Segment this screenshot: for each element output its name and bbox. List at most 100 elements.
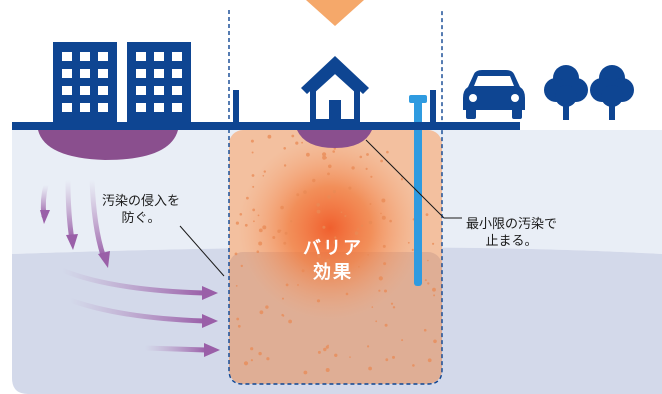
soil-speckle: [327, 344, 329, 347]
soil-speckle: [345, 292, 349, 296]
soil-speckle: [251, 151, 254, 154]
soil-speckle: [392, 355, 395, 359]
soil-speckle: [301, 269, 305, 273]
soil-speckle: [380, 212, 382, 215]
soil-speckle: [365, 167, 368, 170]
barrier-zone: [228, 10, 443, 385]
soil-speckle: [240, 264, 243, 268]
tree-icon: [544, 65, 588, 120]
soil-speckle: [326, 259, 330, 263]
soil-speckle: [322, 152, 327, 157]
soil-speckle: [256, 250, 260, 253]
soil-speckle: [283, 164, 287, 167]
soil-speckle: [296, 193, 300, 197]
soil-speckle: [333, 270, 336, 273]
soil-speckle: [425, 213, 429, 217]
soil-speckle: [334, 353, 338, 357]
soil-speckle: [432, 242, 435, 245]
top-arrow-icon: [306, 0, 364, 26]
soil-speckle: [375, 320, 378, 323]
soil-speckle: [244, 223, 248, 227]
barrier-effect-line-1: バリア: [303, 238, 363, 259]
soil-speckle: [288, 319, 292, 324]
soil-speckle: [267, 134, 272, 139]
soil-speckle: [258, 351, 262, 356]
prevent-intrusion-line-1: 汚染の侵入を: [102, 194, 181, 209]
soil-speckle: [411, 248, 414, 251]
prevent-intrusion-label: 汚染の侵入を 防ぐ。: [102, 193, 180, 227]
soil-speckle: [400, 178, 404, 181]
soil-speckle: [243, 361, 249, 366]
monitoring-pipe: [409, 95, 427, 286]
soil-speckle: [239, 213, 243, 216]
soil-speckle: [407, 241, 410, 244]
soil-speckle: [383, 262, 387, 266]
soil-speckle: [262, 225, 267, 230]
soil-speckle: [246, 196, 249, 200]
soil-speckle: [325, 241, 328, 244]
minimal-contamination-line-2: 止まる。: [485, 234, 538, 249]
minimal-contamination-label: 最小限の汚染で 止まる。: [466, 216, 557, 250]
soil-speckle: [252, 185, 255, 188]
soil-speckle: [340, 211, 343, 213]
soil-speckle: [433, 339, 437, 344]
soil-speckle: [390, 302, 394, 305]
soil-speckle: [424, 279, 427, 282]
soil-speckle: [284, 231, 288, 235]
soil-speckle: [262, 175, 265, 177]
soil-speckle: [250, 347, 254, 351]
soil-speckle: [285, 283, 289, 287]
soil-speckle: [316, 209, 321, 214]
soil-speckle: [369, 203, 372, 205]
soil-speckle: [381, 198, 386, 203]
soil-speckle: [317, 254, 321, 259]
soil-speckle: [401, 339, 404, 342]
soil-speckle: [427, 259, 429, 262]
soil-speckle: [427, 358, 432, 363]
soil-speckle: [235, 285, 238, 287]
soil-speckle: [427, 282, 430, 285]
soil-speckle: [237, 324, 241, 328]
soil-speckle: [258, 228, 263, 233]
leader-line-prevent: [179, 225, 225, 277]
tree-icon: [590, 65, 634, 120]
soil-speckle: [333, 241, 337, 245]
soil-speckle: [360, 224, 364, 227]
soil-speckle: [333, 147, 336, 150]
contamination-spread-arrows: [40, 177, 220, 357]
soil-speckle: [290, 220, 293, 223]
soil-speckle: [412, 364, 415, 367]
soil-speckle: [279, 229, 282, 232]
soil-speckle: [378, 276, 383, 281]
soil-speckle: [306, 152, 310, 157]
soil-speckle: [282, 297, 284, 300]
soil-speckle: [234, 252, 238, 256]
soil-speckle: [368, 220, 373, 225]
soil-speckle: [252, 208, 256, 212]
house-icon: [301, 56, 369, 125]
soil-speckle: [381, 215, 386, 220]
soil-speckle: [359, 155, 363, 159]
ground-surface: [12, 90, 520, 130]
soil-speckle: [371, 306, 374, 308]
soil-speckle: [332, 190, 336, 194]
soil-speckle: [357, 228, 359, 230]
soil-speckle: [317, 350, 321, 354]
soil-speckle: [384, 323, 388, 327]
soil-speckle: [272, 236, 276, 239]
soil-speckle: [358, 265, 360, 268]
soil-speckle: [258, 241, 263, 246]
soil-speckle: [251, 174, 255, 177]
prevent-intrusion-line-2: 防ぐ。: [121, 211, 161, 226]
soil-speckle: [354, 231, 359, 235]
soil-speckle: [332, 150, 336, 153]
building-icon: [127, 42, 191, 122]
soil-speckle: [334, 236, 337, 239]
soil-speckle: [297, 284, 299, 286]
soil-speckle: [328, 164, 332, 169]
soil-speckle: [312, 178, 316, 183]
contamination-under-house: [297, 130, 372, 148]
soil-speckle: [235, 221, 239, 225]
soil-speckle: [316, 203, 321, 207]
